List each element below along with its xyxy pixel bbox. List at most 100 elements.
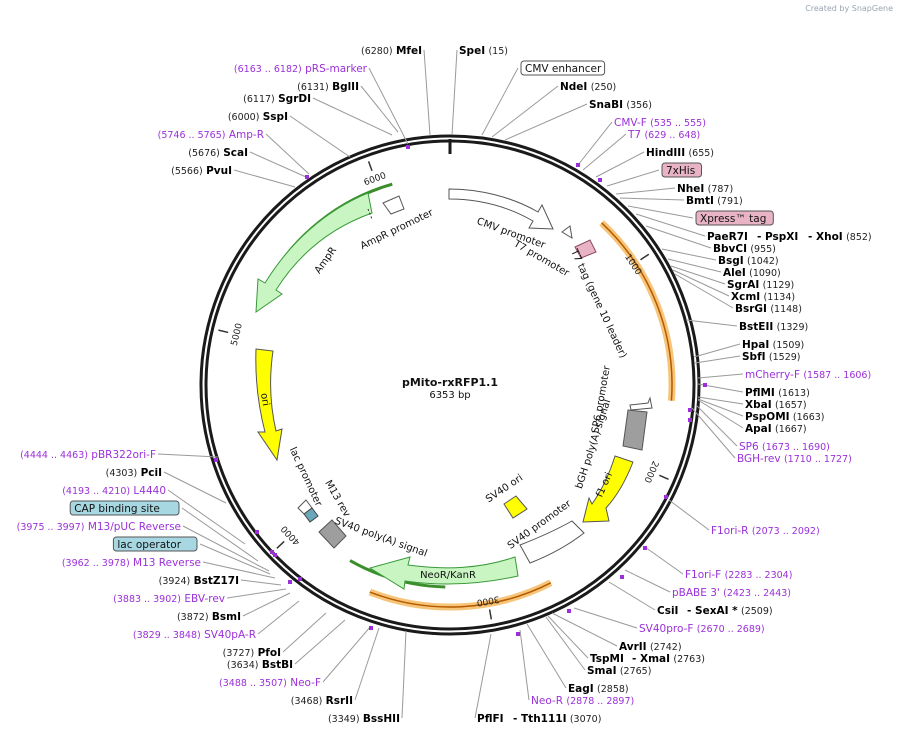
neor-kanr-arrow[interactable] xyxy=(368,556,519,590)
sv40par-position: (3829 .. 3848) xyxy=(133,630,201,641)
xmai-label: - XmaI (2763) xyxy=(632,653,705,665)
feature-label-ampr: AmpR xyxy=(313,245,339,276)
bsmi-name: BsmI xyxy=(212,611,241,623)
leader-tspmi xyxy=(547,615,589,659)
f1orif-name: F1ori-F xyxy=(685,569,721,581)
primer-mark-pbr322 xyxy=(214,458,218,462)
leader-xcmi xyxy=(672,269,730,297)
pfoi-position: (3727) xyxy=(223,648,255,659)
prs-label: (6163 .. 6182) pRS-marker xyxy=(234,63,368,75)
ampr-name: Amp-R xyxy=(229,129,264,141)
bstz17i-label: (3924) BstZ17I xyxy=(159,575,239,587)
cmvf-name: CMV-F xyxy=(614,117,647,129)
sbfi-label: SbfI (1529) xyxy=(742,351,801,363)
hindiii-position: (655) xyxy=(688,148,714,159)
bsrgi-name: BsrGI xyxy=(735,303,767,315)
f1-ori-arrow[interactable] xyxy=(582,455,634,523)
sv40-polya-box[interactable] xyxy=(318,519,347,549)
t7-label: T7 (629 .. 648) xyxy=(627,129,700,141)
ruler-label-3000: 3000 xyxy=(476,593,501,607)
sv40-promoter-arrow[interactable] xyxy=(519,520,585,564)
m13puc-position: (3975 .. 3997) xyxy=(17,522,85,533)
m13rev-label: (3962 .. 3978) M13 Reverse xyxy=(62,557,201,569)
leader-pcii xyxy=(163,471,227,504)
leader-ebvrev xyxy=(226,588,287,599)
leader-sbfi xyxy=(694,355,741,364)
pvui-position: (5566) xyxy=(171,166,203,177)
tspmi-name: TspMI xyxy=(590,653,624,665)
sp6-promoter-arrow[interactable] xyxy=(629,396,653,411)
t7-promoter-arrow[interactable] xyxy=(561,225,573,239)
leader-sgrdi xyxy=(312,97,393,136)
xmai-position: (2763) xyxy=(673,654,705,665)
sv40-ori-box[interactable] xyxy=(503,495,528,519)
xcmi-label: XcmI (1134) xyxy=(731,291,795,303)
orange-highlight-mcherry-line xyxy=(601,222,673,401)
cap-label: CAP binding site xyxy=(74,503,160,515)
m13rev-position: (3962 .. 3978) xyxy=(62,558,130,569)
t7-tag-marker[interactable] xyxy=(574,239,597,259)
neor-label: Neo-R (2878 .. 2897) xyxy=(531,695,634,707)
bsgi-position: (1042) xyxy=(747,256,779,267)
eagi-name: EagI xyxy=(568,683,594,695)
csii-label: CsiI xyxy=(657,605,678,617)
ampr-arrow[interactable] xyxy=(255,192,373,313)
leader-pspomi xyxy=(697,398,744,417)
sexai-position: (2509) xyxy=(741,606,773,617)
pfoi-name: PfoI xyxy=(258,647,281,659)
xbai-label: XbaI (1657) xyxy=(745,399,807,411)
leader-eagi xyxy=(526,623,567,689)
xbai-position: (1657) xyxy=(775,400,807,411)
nhei-name: NheI xyxy=(677,183,704,195)
xpress-label: Xpress™ tag xyxy=(700,213,766,225)
leader-bghrev xyxy=(691,407,736,459)
tspmi-label: TspMI xyxy=(590,653,624,665)
m13puc-name: M13/pUC Reverse xyxy=(88,521,181,533)
cap-box xyxy=(69,500,180,516)
mfei-name: MfeI xyxy=(396,45,422,57)
snapgene-watermark: Created by SnapGene xyxy=(805,4,893,13)
xcmi-name: XcmI xyxy=(731,291,760,303)
snabi-name: SnaBI xyxy=(589,99,623,111)
bmti-label: BmtI (791) xyxy=(686,195,743,207)
tth111i-position: (3070) xyxy=(570,714,602,725)
bglii-label: (6131) BglII xyxy=(297,81,359,93)
xhoi-label: - XhoI (852) xyxy=(808,231,872,243)
xhoi-position: (852) xyxy=(846,232,872,243)
f1orir-label: F1ori-R (2073 .. 2092) xyxy=(711,525,820,537)
bgh-polya-box[interactable] xyxy=(622,409,648,451)
bsteii-position: (1329) xyxy=(777,322,809,333)
cmv-promoter-arrow[interactable] xyxy=(448,188,554,230)
leader-bstz17i xyxy=(240,579,282,586)
leader-sgrai xyxy=(670,265,726,285)
neor-name: Neo-R xyxy=(531,695,563,707)
pspomi-position: (1663) xyxy=(793,412,825,423)
leader-pbr322 xyxy=(157,453,219,458)
pvui-name: PvuI xyxy=(206,165,232,177)
ampr-promoter-arrow[interactable] xyxy=(382,195,405,215)
primer-mark-bghrev xyxy=(688,418,692,422)
leader-ndei xyxy=(491,85,559,138)
bsshii-label: (3349) BssHII xyxy=(328,713,400,725)
ori-arrow[interactable] xyxy=(255,348,283,462)
leader-m13rev xyxy=(202,561,276,579)
smai-label: SmaI (2765) xyxy=(587,665,651,677)
rsrii-name: RsrII xyxy=(326,695,353,707)
feature-label-lac-promoter: lac promoter xyxy=(287,446,324,509)
pflmi-name: PflMI xyxy=(745,387,775,399)
prs-position: (6163 .. 6182) xyxy=(234,64,302,75)
cap-lac-marker[interactable] xyxy=(303,507,319,523)
alei-position: (1090) xyxy=(749,268,781,279)
ndei-position: (250) xyxy=(591,82,617,93)
pflmi-label: PflMI (1613) xyxy=(745,387,810,399)
leader-f1orif xyxy=(644,546,684,575)
neor-position: (2878 .. 2897) xyxy=(566,696,634,707)
his-label: 7xHis xyxy=(666,165,695,177)
his-box xyxy=(661,162,702,178)
m13puc-label: (3975 .. 3997) M13/pUC Reverse xyxy=(17,521,181,533)
leader-snabi xyxy=(504,103,588,141)
hindiii-label: HindIII (655) xyxy=(646,147,714,159)
leader-mcherryf xyxy=(697,373,744,379)
leader-m13puc xyxy=(182,525,270,572)
